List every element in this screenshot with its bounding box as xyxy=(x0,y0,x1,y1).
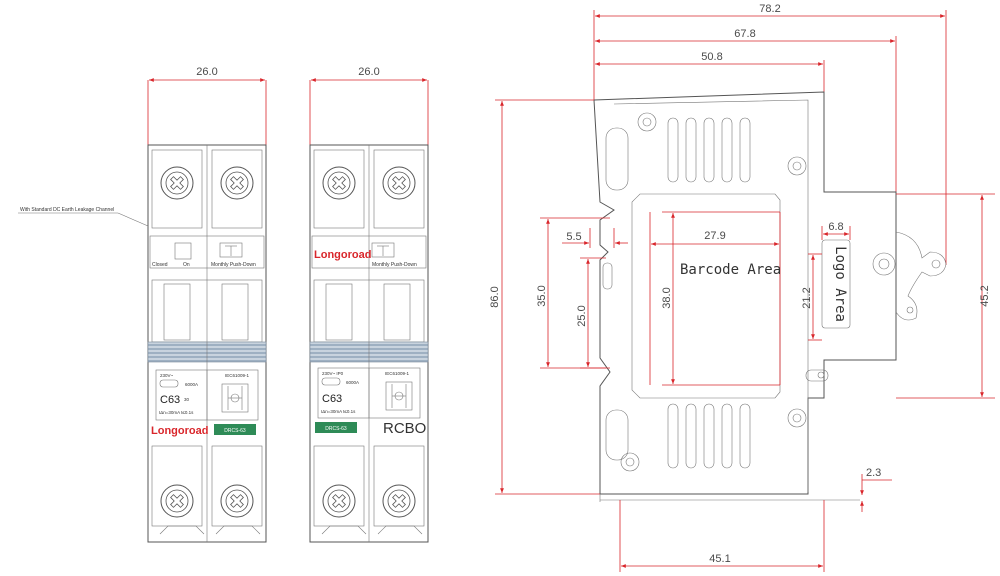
right-label-push: Monthly Push-Down xyxy=(372,262,417,268)
svg-text:45.2: 45.2 xyxy=(979,285,991,306)
left-label-on: On xyxy=(183,262,190,268)
right-model: DRCS-63 xyxy=(325,426,347,432)
dim-25: 25.0 xyxy=(576,257,606,369)
left-top-screw-2 xyxy=(220,166,254,200)
mount-holes xyxy=(602,112,896,472)
right-width-label: 26.0 xyxy=(358,66,379,78)
left-top-screw-1 xyxy=(160,166,194,200)
right-width-dimension: 26.0 xyxy=(309,66,429,145)
dim-23: 2.3 xyxy=(860,467,892,512)
left-curve-suffix: 30 xyxy=(184,397,190,402)
left-brand: Longoroad xyxy=(151,425,208,437)
right-rating-standard: IEC61009-1 xyxy=(385,371,410,376)
left-rating-current: 6000A xyxy=(185,382,198,387)
left-bottom-screw-1 xyxy=(160,484,194,518)
left-rating-standard: IEC61009-1 xyxy=(225,373,250,378)
left-callout-text: With Standard DC Earth Leakage Channel xyxy=(20,207,114,213)
right-bottom-screw-1 xyxy=(322,484,356,518)
svg-text:5.5: 5.5 xyxy=(566,231,581,243)
dim-451: 45.1 xyxy=(619,500,825,572)
right-device: 26.0 Longoroad Monthly Push-Down 230V~ I… xyxy=(309,66,429,543)
back-plate-outline xyxy=(593,91,897,495)
left-width-label: 26.0 xyxy=(196,66,217,78)
logo-area-box: Logo Area xyxy=(821,239,851,329)
dim-68: 6.8 xyxy=(821,221,851,240)
svg-text:27.9: 27.9 xyxy=(704,230,725,242)
logo-area-label: Logo Area xyxy=(832,246,848,322)
top-slots xyxy=(605,117,751,191)
svg-text:21.2: 21.2 xyxy=(801,287,813,308)
svg-text:45.1: 45.1 xyxy=(709,553,730,565)
dim-452: 45.2 xyxy=(896,193,995,399)
left-trip-info: IΔn=30mA t≤0.1s xyxy=(159,410,194,415)
right-brand: Longoroad xyxy=(314,249,371,261)
svg-text:2.3: 2.3 xyxy=(866,467,881,479)
svg-text:67.8: 67.8 xyxy=(734,28,755,40)
svg-text:78.2: 78.2 xyxy=(759,3,780,15)
dim-38: 38.0 xyxy=(661,211,780,386)
right-curve: C63 xyxy=(322,393,342,405)
left-label-closed: Closed xyxy=(152,262,168,268)
back-view: 78.2 67.8 50.8 xyxy=(489,3,995,572)
right-top-screw-1 xyxy=(322,166,356,200)
right-rating-voltage: 230V~ IP0 xyxy=(322,371,344,376)
left-device: 26.0 Closed On Monthly Push-Down With St… xyxy=(18,66,267,543)
dim-212: 21.2 xyxy=(801,253,822,341)
svg-text:86.0: 86.0 xyxy=(489,286,501,307)
left-bottom-screw-2 xyxy=(220,484,254,518)
dim-overall-height: 86.0 xyxy=(489,99,600,495)
right-bottom-screw-2 xyxy=(382,484,416,518)
left-rating-voltage: 230V~ xyxy=(160,373,174,378)
left-model-badge xyxy=(214,424,256,435)
barcode-area-label: Barcode Area xyxy=(680,262,781,278)
right-trip-info: IΔn=30mA t≤0.1s xyxy=(321,409,356,414)
left-model: DRCS-63 xyxy=(224,428,246,434)
svg-text:6.8: 6.8 xyxy=(828,221,843,233)
right-type: RCBO xyxy=(383,420,426,437)
right-rating-current: 6000A xyxy=(346,380,359,385)
svg-text:38.0: 38.0 xyxy=(661,287,673,308)
left-width-dimension: 26.0 xyxy=(147,66,267,145)
svg-text:35.0: 35.0 xyxy=(536,285,548,306)
dim-55: 5.5 xyxy=(562,228,628,248)
right-top-screw-2 xyxy=(382,166,416,200)
svg-text:25.0: 25.0 xyxy=(576,305,588,326)
bottom-slots xyxy=(605,403,751,469)
dim-overall-width: 78.2 xyxy=(593,3,947,265)
left-curve: C63 xyxy=(160,394,180,406)
right-model-badge xyxy=(315,422,357,433)
dim-508: 50.8 xyxy=(595,51,825,100)
svg-text:50.8: 50.8 xyxy=(701,51,722,63)
left-circuit-symbol-icon xyxy=(221,383,249,413)
din-clip xyxy=(895,231,947,321)
right-circuit-symbol-icon xyxy=(385,381,413,411)
left-label-push: Monthly Push-Down xyxy=(211,262,256,268)
dim-678: 67.8 xyxy=(595,28,897,192)
